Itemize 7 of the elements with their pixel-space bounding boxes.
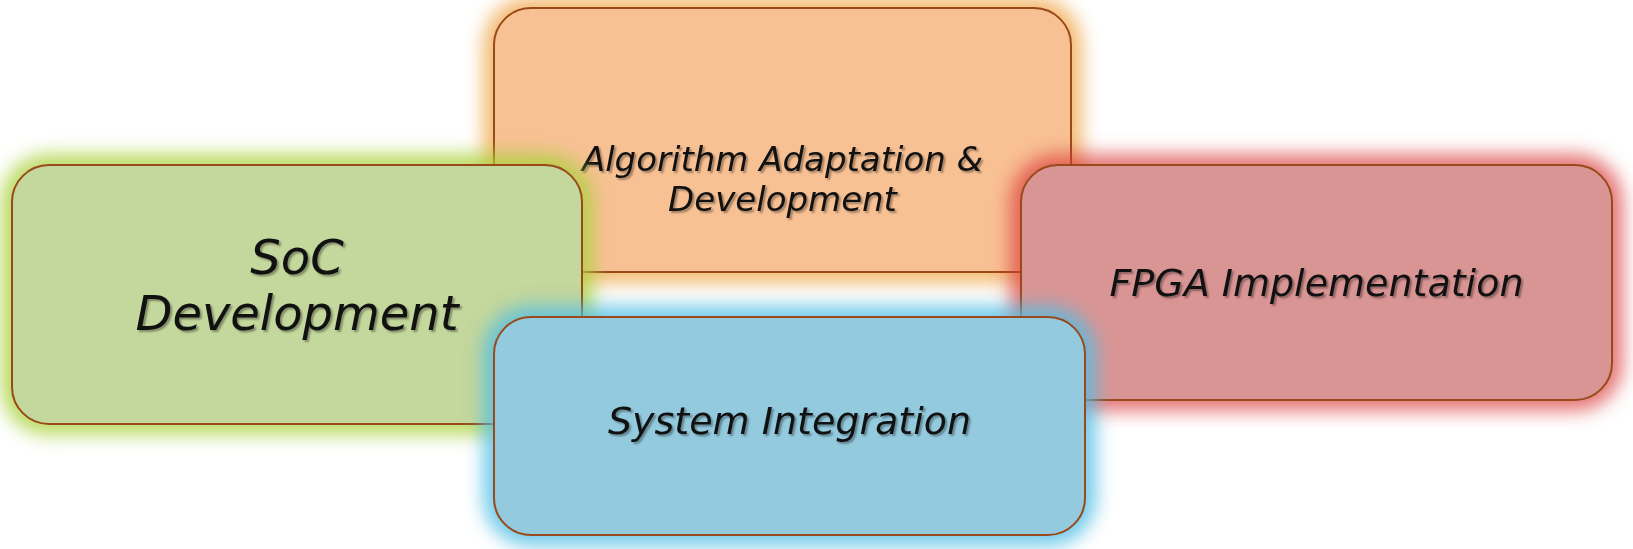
box-title: FPGA Implementation [1109, 260, 1524, 305]
box-title: System Integration [607, 399, 972, 443]
box-title: SoC Development [134, 228, 461, 341]
rounded-box [493, 316, 1086, 536]
box-title: Algorithm Adaptation & Development [579, 139, 985, 219]
rounded-box [493, 7, 1072, 273]
rounded-box [1020, 164, 1613, 401]
